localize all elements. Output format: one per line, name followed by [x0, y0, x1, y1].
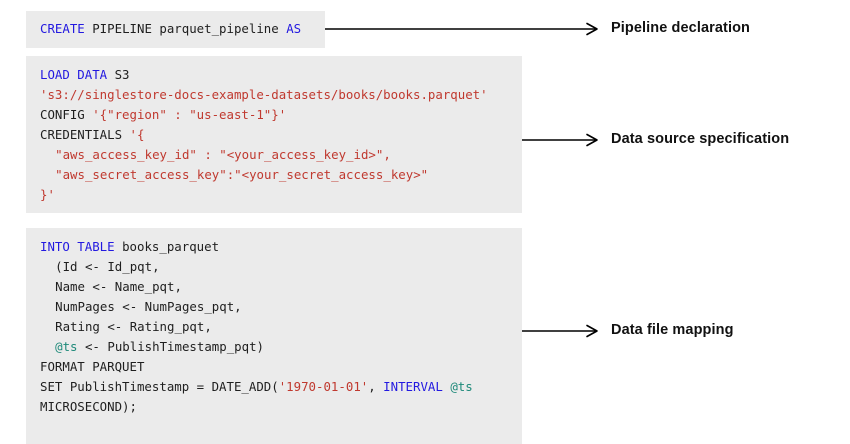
code-token: @ts	[55, 339, 78, 354]
code-line: "aws_access_key_id" : "<your_access_key_…	[40, 145, 508, 165]
code-line: "aws_secret_access_key":"<your_secret_ac…	[40, 165, 508, 185]
code-token: }'	[40, 187, 55, 202]
arrow-to-pipeline-declaration	[325, 22, 602, 36]
code-line: }'	[40, 185, 508, 205]
code-token: PIPELINE parquet_pipeline	[84, 21, 287, 36]
code-token: S3	[107, 67, 130, 82]
code-line: CONFIG '{"region" : "us-east-1"}'	[40, 105, 508, 125]
code-token: "aws_secret_access_key":"<your_secret_ac…	[55, 167, 429, 182]
code-line: Name <- Name_pqt,	[40, 277, 508, 297]
callout-label-data-source-specification: Data source specification	[611, 131, 790, 147]
code-token: INTO TABLE	[40, 239, 115, 254]
arrow-to-data-file-mapping	[522, 324, 602, 338]
code-token: ,	[368, 379, 384, 394]
code-token: 's3://singlestore-docs-example-datasets/…	[40, 87, 488, 102]
code-line: CREDENTIALS '{	[40, 125, 508, 145]
code-token: @ts	[450, 379, 473, 394]
code-block-data-source-specification: LOAD DATA S3 's3://singlestore-docs-examp…	[26, 56, 522, 213]
callout-label-data-file-mapping: Data file mapping	[611, 322, 734, 338]
code-block-pipeline-declaration: CREATE PIPELINE parquet_pipeline AS	[26, 11, 325, 48]
code-token: MICROSECOND);	[40, 399, 137, 414]
code-token: (Id <- Id_pqt,	[55, 259, 160, 274]
code-token: Rating <- Rating_pqt,	[55, 319, 212, 334]
code-token: <- PublishTimestamp_pqt)	[77, 339, 265, 354]
code-token: Name <- Name_pqt,	[55, 279, 182, 294]
arrow-to-data-source-specification	[522, 133, 602, 147]
code-line: NumPages <- NumPages_pqt,	[40, 297, 508, 317]
code-line: @ts <- PublishTimestamp_pqt)	[40, 337, 508, 357]
code-token: SET PublishTimestamp = DATE_ADD(	[40, 379, 279, 394]
code-line: FORMAT PARQUET	[40, 357, 508, 377]
code-token: '1970-01-01'	[278, 379, 369, 394]
code-token: CREATE	[40, 21, 85, 36]
code-line: CREATE PIPELINE parquet_pipeline AS	[40, 19, 311, 39]
code-token: LOAD DATA	[40, 67, 108, 82]
callout-label-pipeline-declaration: Pipeline declaration	[611, 20, 750, 36]
code-token: books_parquet	[114, 239, 220, 254]
code-line: Rating <- Rating_pqt,	[40, 317, 508, 337]
code-line: LOAD DATA S3	[40, 65, 508, 85]
code-token: FORMAT PARQUET	[40, 359, 145, 374]
code-line: INTO TABLE books_parquet	[40, 237, 508, 257]
code-token: '{	[129, 127, 145, 142]
code-line: 's3://singlestore-docs-example-datasets/…	[40, 85, 508, 105]
code-token: NumPages <- NumPages_pqt,	[55, 299, 242, 314]
code-line: SET PublishTimestamp = DATE_ADD('1970-01…	[40, 377, 508, 397]
code-line: (Id <- Id_pqt,	[40, 257, 508, 277]
code-block-data-file-mapping: INTO TABLE books_parquet (Id <- Id_pqt, Na…	[26, 228, 522, 444]
code-line: MICROSECOND);	[40, 397, 508, 417]
code-token: '{"region" : "us-east-1"}'	[92, 107, 287, 122]
code-token: INTERVAL	[383, 379, 443, 394]
code-token: "aws_access_key_id" : "<your_access_key_…	[55, 147, 391, 162]
code-token: CONFIG	[40, 107, 93, 122]
code-token: AS	[286, 21, 302, 36]
code-token: CREDENTIALS	[40, 127, 130, 142]
